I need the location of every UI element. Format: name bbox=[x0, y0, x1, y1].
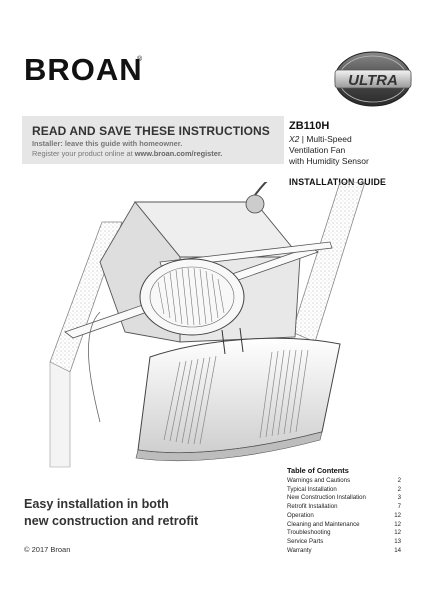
product-description: X2 | Multi-Speed Ventilation Fan with Hu… bbox=[289, 134, 369, 166]
cable-connector bbox=[245, 194, 265, 214]
series-name: X2 bbox=[289, 134, 300, 144]
grille-slats-right bbox=[259, 349, 309, 439]
model-number: ZB110H bbox=[289, 120, 330, 132]
guide-title: INSTALLATION GUIDE bbox=[289, 177, 387, 187]
instruction-banner bbox=[22, 116, 284, 164]
banner-title: READ AND SAVE THESE INSTRUCTIONS bbox=[32, 124, 270, 138]
fan-illustration bbox=[49, 182, 366, 468]
registered-mark: ® bbox=[137, 56, 143, 63]
installer-note: Installer: leave this guide with homeown… bbox=[32, 139, 183, 148]
blower-wheel bbox=[139, 258, 245, 336]
brand-logo: BROAN bbox=[24, 52, 143, 87]
grille-slats-left bbox=[163, 355, 217, 445]
blower-blades bbox=[157, 267, 225, 326]
duct-outline bbox=[88, 311, 101, 423]
tagline: Easy installation in both new constructi… bbox=[24, 497, 199, 528]
toc-title: Table of Contents bbox=[287, 466, 349, 475]
register-link[interactable]: www.broan.com/register. bbox=[134, 149, 223, 158]
copyright: © 2017 Broan bbox=[24, 545, 71, 554]
register-note: Register your product online at www.broa… bbox=[32, 149, 223, 158]
badge-text: ULTRA bbox=[348, 72, 398, 89]
ultra-badge: ULTRA bbox=[334, 51, 412, 107]
right-joist bbox=[291, 182, 366, 343]
